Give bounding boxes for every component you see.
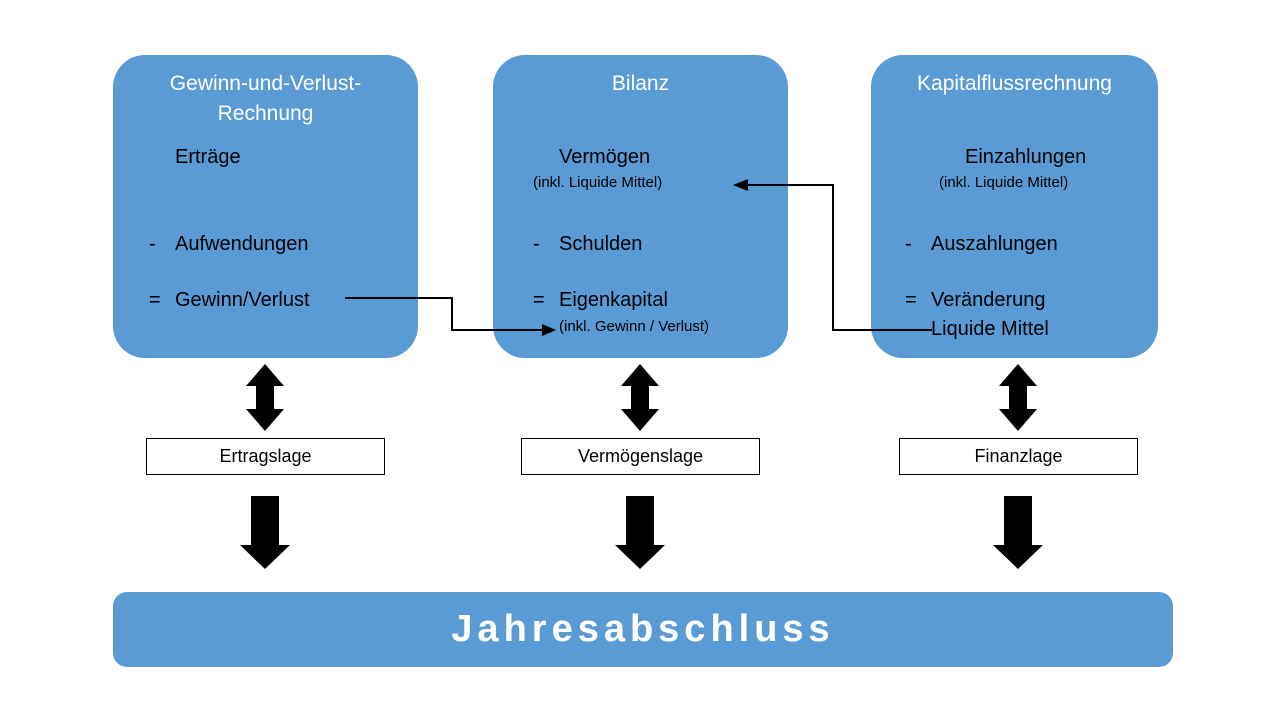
row-label: Vermögen bbox=[559, 146, 651, 168]
statement-row-guv-0: Erträge bbox=[149, 145, 241, 169]
row-label: Schulden bbox=[559, 233, 643, 255]
statement-row-kfr-2-sub: Liquide Mittel bbox=[931, 318, 1049, 340]
statement-row-kfr-0-sub: (inkl. Liquide Mittel) bbox=[939, 174, 1069, 191]
row-label: Auszahlungen bbox=[931, 233, 1058, 255]
down-arrow-ertragslage bbox=[240, 496, 290, 569]
row-operator: - bbox=[149, 233, 156, 255]
down-arrow-group bbox=[240, 496, 1043, 569]
statement-row-bilanz-0-sub: (inkl. Liquide Mittel) bbox=[533, 174, 663, 191]
summary-bar-jahresabschluss[interactable]: Jahresabschluss bbox=[113, 592, 1173, 667]
row-label: Veränderung bbox=[931, 289, 1046, 311]
statement-title-kapitalflussrechnung: Kapitalflussrechnung bbox=[917, 72, 1112, 95]
statement-row-kfr-0: Einzahlungen bbox=[939, 145, 1086, 169]
statement-row-bilanz-0: Vermögen bbox=[533, 145, 650, 169]
row-label: Eigenkapital bbox=[559, 289, 668, 311]
statement-row-guv-1: -Aufwendungen bbox=[149, 232, 308, 256]
result-label: Ertragslage bbox=[219, 446, 312, 466]
statement-box-guv[interactable]: Gewinn-und-Verlust- Rechnung Erträge -Au… bbox=[113, 55, 418, 358]
result-label: Vermögenslage bbox=[577, 446, 704, 466]
statement-title-guv: Gewinn-und-Verlust- Rechnung bbox=[169, 72, 362, 125]
statement-box-kapitalflussrechnung[interactable]: Kapitalflussrechnung Einzahlungen (inkl.… bbox=[871, 55, 1158, 358]
row-label: Einzahlungen bbox=[965, 146, 1087, 168]
result-label: Finanzlage bbox=[974, 446, 1063, 466]
result-box-vermoegenslage[interactable]: Vermögenslage bbox=[521, 438, 760, 475]
double-arrow-vermoegenslage bbox=[621, 364, 659, 431]
row-operator: - bbox=[905, 233, 912, 255]
row-label: Aufwendungen bbox=[175, 233, 309, 255]
row-operator: = bbox=[149, 289, 161, 311]
down-arrow-finanzlage bbox=[993, 496, 1043, 569]
statement-row-kfr-1: -Auszahlungen bbox=[905, 232, 1058, 256]
statement-row-bilanz-2: = Eigenkapital bbox=[533, 288, 668, 312]
double-arrow-group bbox=[246, 364, 1037, 431]
statement-row-bilanz-2-sub: (inkl. Gewinn / Verlust) bbox=[559, 318, 710, 335]
statement-box-bilanz[interactable]: Bilanz Vermögen (inkl. Liquide Mittel) -… bbox=[493, 55, 788, 358]
row-operator: = bbox=[905, 289, 917, 311]
row-operator: = bbox=[533, 289, 545, 311]
result-box-finanzlage[interactable]: Finanzlage bbox=[899, 438, 1138, 475]
summary-label: Jahresabschluss bbox=[451, 608, 835, 650]
down-arrow-vermoegenslage bbox=[615, 496, 665, 569]
row-label: Erträge bbox=[175, 146, 241, 168]
double-arrow-finanzlage bbox=[999, 364, 1037, 431]
row-operator: - bbox=[533, 233, 540, 255]
row-label: Gewinn/Verlust bbox=[175, 289, 310, 311]
statement-row-guv-2: = Gewinn/Verlust bbox=[149, 288, 310, 312]
statement-row-kfr-2: = Veränderung bbox=[905, 288, 1046, 312]
statement-title-bilanz: Bilanz bbox=[611, 72, 670, 95]
statement-row-bilanz-1: -Schulden bbox=[533, 232, 642, 256]
result-box-ertragslage[interactable]: Ertragslage bbox=[146, 438, 385, 475]
double-arrow-ertragslage bbox=[246, 364, 284, 431]
